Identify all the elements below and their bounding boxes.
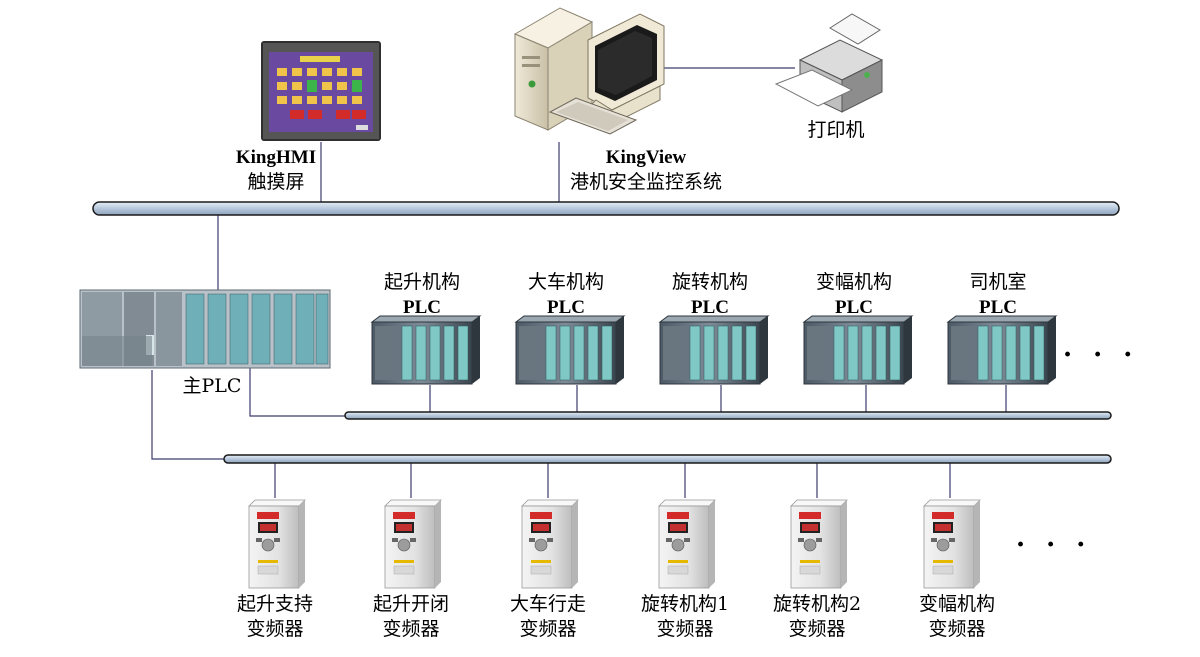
main-plc-label: 主PLC: [182, 375, 242, 397]
vfd-name-label: 旋转机构2: [772, 593, 862, 615]
pc-name-label: KingView: [605, 147, 687, 168]
vfd-drive-icon: [248, 499, 306, 589]
computer-icon: [513, 7, 665, 135]
vfd-type-label: 变频器: [656, 618, 714, 640]
main-plc-to-plc-bus-link: [249, 365, 346, 417]
plc-module-icon: [802, 315, 914, 385]
vfd-drive-icon: [384, 499, 442, 589]
plc-module-icon: [658, 315, 770, 385]
plc-name-label: 大车机构: [527, 271, 604, 293]
printer-icon: [774, 13, 884, 113]
vfd-drive-icon: [923, 499, 981, 589]
vfd-type-label: 变频器: [788, 618, 846, 640]
plc-module-icon: [370, 315, 482, 385]
printer-label: 打印机: [807, 119, 865, 141]
plc-type-label: PLC: [979, 297, 1017, 318]
plc-type-label: PLC: [691, 297, 729, 318]
vfd-drive-icon: [658, 499, 716, 589]
hmi-desc-label: 触摸屏: [247, 171, 305, 193]
plc-type-label: PLC: [403, 297, 441, 318]
plc-more-ellipsis: · · ·: [1063, 340, 1139, 370]
hmi-name-label: KingHMI: [235, 147, 317, 168]
pc-desc-label: 港机安全监控系统: [569, 171, 722, 193]
plc-network-bus: [344, 411, 1112, 420]
plc-type-label: PLC: [835, 297, 873, 318]
vfd-name-label: 起升开闭: [372, 593, 449, 615]
plc-name-label: 起升机构: [383, 271, 460, 293]
main-plc-to-vfd-bus-link: [151, 370, 224, 460]
connection-lines: [151, 67, 1007, 498]
vfd-name-label: 起升支持: [236, 593, 313, 615]
vfd-type-label: 变频器: [519, 618, 577, 640]
plc-name-label: 司机室: [969, 271, 1027, 293]
plc-module-icon: [946, 315, 1058, 385]
vfd-type-label: 变频器: [246, 618, 304, 640]
vfd-more-ellipsis: · · ·: [1016, 530, 1092, 560]
vfd-name-label: 大车行走: [509, 593, 586, 615]
vfd-network-bus: [223, 454, 1112, 464]
plc-name-label: 变幅机构: [815, 271, 892, 293]
sub-plc-icons: [370, 315, 1058, 385]
plc-name-label: 旋转机构: [671, 271, 748, 293]
main-plc-rack-icon: [79, 289, 331, 369]
plc-type-label: PLC: [547, 297, 585, 318]
vfd-type-label: 变频器: [928, 618, 986, 640]
vfd-name-label: 旋转机构1: [640, 593, 730, 615]
vfd-type-label: 变频器: [382, 618, 440, 640]
upper-ethernet-bus: [92, 201, 1120, 216]
vfd-icons: [248, 499, 981, 589]
vfd-name-label: 变幅机构: [918, 593, 995, 615]
vfd-drive-icon: [521, 499, 579, 589]
plc-module-icon: [514, 315, 626, 385]
vfd-drive-icon: [790, 499, 848, 589]
touchscreen-icon: [261, 41, 381, 141]
